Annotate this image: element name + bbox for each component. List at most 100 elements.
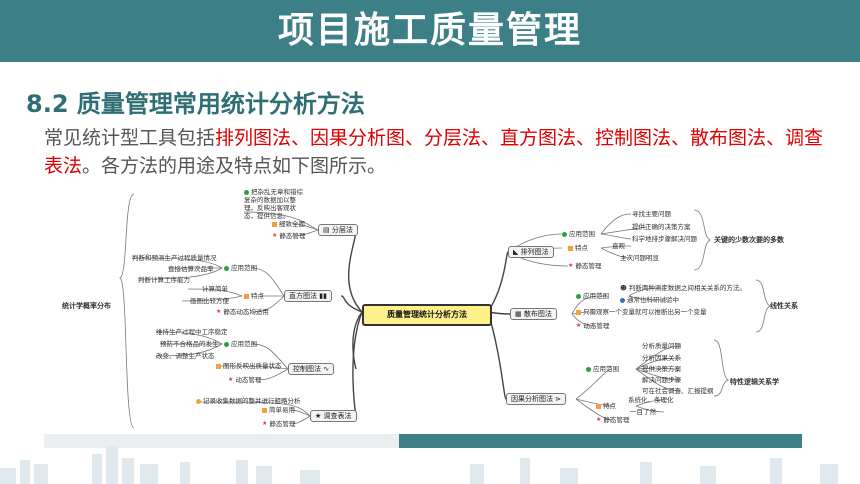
check-icon — [272, 221, 277, 227]
scatter-icon: ▦ — [515, 310, 524, 318]
histogram-apps: 应用范围 — [224, 264, 257, 272]
histogram-feat-1: 画图比较方便 — [190, 297, 229, 305]
pareto-feat-0: 直观 — [612, 242, 625, 250]
mindmap-scatter-label: 线性关系 — [770, 302, 798, 310]
check-icon — [262, 407, 267, 413]
pareto-app-2: 科学地排步骤解决问题 — [632, 235, 697, 243]
footer-bar-teal — [399, 434, 802, 448]
pareto-static-text: 静态管理 — [575, 262, 602, 270]
intro-highlight: 排列图法、因果分析图、分层法、直方图法、控制图法、散布图法、调查表法 — [44, 127, 824, 177]
scatter-app-0: ☻ 判断两种测定数据之间相关关系的方法。 — [620, 284, 746, 292]
survey-item-0: 简单易用 — [262, 406, 295, 414]
star-icon: ★ — [272, 232, 278, 239]
pareto-app-1: 提供正确的决策方案 — [632, 223, 691, 231]
branch-layering-label: 分层法 — [331, 226, 353, 234]
histogram-apps-label: 应用范围 — [231, 264, 257, 272]
histogram-app-1: 直接估算次品率 — [168, 265, 214, 273]
bar-chart-icon: ▮▮ — [317, 292, 327, 300]
fishbone-app-4: 可在社会调查、汇报提纲 — [642, 387, 714, 395]
layering-item-0-text: 细致全面 — [279, 220, 305, 228]
scatter-apps: 应用范围 — [576, 292, 609, 300]
branch-control-label: 控制图法 — [293, 365, 321, 373]
scatter-dynamic-text: 动态管理 — [583, 322, 610, 330]
check-icon — [576, 309, 581, 315]
pareto-feat-label: 特点 — [575, 244, 588, 252]
control-feat: 图形反映出质量状态 — [216, 362, 282, 370]
check-icon — [596, 403, 601, 409]
mindmap-left-label: 统计学概率分布 — [62, 302, 111, 310]
branch-histogram-label: 直方图法 — [289, 292, 317, 300]
control-feat-text: 图形反映出质量状态 — [223, 362, 282, 370]
histogram-app-0: 判断和预测生产过程质量情况 — [132, 254, 217, 262]
star-icon: ★ — [568, 262, 574, 269]
bulb-icon — [196, 398, 201, 404]
mindmap-image: 质量管理统计分析方法 统计学概率分布 关键的少数次要的多数 线性关系 特性逻辑关… — [56, 184, 802, 436]
star-icon: ★ — [576, 322, 582, 329]
survey-note: 记录收集数据的整并进行粗略分析 — [196, 397, 301, 405]
layering-note-icon — [244, 189, 249, 195]
mindmap-pareto-label: 关键的少数次要的多数 — [714, 236, 784, 244]
pareto-apps-label: 应用范围 — [569, 230, 595, 238]
city-skyline-decoration — [0, 446, 838, 484]
branch-survey-label: 调查表法 — [323, 412, 352, 420]
branch-control: 控制图法 ∿ — [288, 363, 335, 375]
scatter-app-0-text: 判断两种测定数据之间相关关系的方法。 — [628, 284, 746, 292]
control-app-1: 预防不合格品的发生 — [160, 340, 219, 348]
section-title: 8.2 质量管理常用统计分析方法 — [26, 90, 365, 118]
check-icon — [216, 363, 221, 369]
fishbone-feat-label: 特点 — [603, 402, 616, 410]
page-title: 项目施工质量管理 — [277, 10, 582, 51]
histogram-feat-0: 计算简单 — [202, 285, 228, 293]
layering-item-1: ★静态管理 — [272, 232, 305, 240]
fishbone-feat-0: 系统化、条理化 — [628, 396, 674, 404]
pie-icon — [224, 265, 229, 271]
scatter-apps-label: 应用范围 — [583, 292, 609, 300]
check-icon — [568, 245, 573, 251]
layering-note: 把杂乱无章和错综复杂的数据加以整理，反映出客观状态，提供信息。 — [244, 188, 308, 220]
histogram-feat-label: 特点 — [251, 292, 264, 300]
control-apps: 应用范围 — [224, 340, 257, 348]
layering-icon: ▤ — [323, 226, 332, 234]
pareto-feat-1: 主次问题明显 — [620, 254, 659, 262]
branch-pareto: ◣ 排列图法 — [508, 246, 554, 258]
branch-fishbone: 因果分析图法 ⋗ — [506, 393, 567, 405]
branch-layering: ▤ 分层法 — [318, 224, 358, 236]
fishbone-feat-1: 一目了然 — [630, 408, 656, 416]
star-icon: ★ — [596, 416, 602, 423]
footer-bar-light — [44, 434, 399, 448]
survey-note-text: 记录收集数据的整并进行粗略分析 — [203, 397, 301, 405]
star-icon: ★ — [262, 420, 268, 427]
survey-item-1-text: 静态管理 — [269, 420, 296, 428]
check-icon — [244, 293, 249, 299]
pareto-app-0: 寻找主要问题 — [632, 210, 671, 218]
histogram-feat: 特点 — [244, 292, 264, 300]
fishbone-feat: 特点 — [596, 402, 616, 410]
title-banner — [0, 0, 860, 62]
pareto-apps: 应用范围 — [562, 230, 595, 238]
intro-prefix: 常见统计型工具包括 — [44, 127, 216, 149]
survey-item-0-text: 简单易用 — [269, 406, 295, 414]
scatter-app-1: 通常也科研试验中 — [620, 296, 679, 304]
fishbone-static: ★静态管理 — [596, 416, 629, 424]
scatter-dynamic: ★动态管理 — [576, 322, 609, 330]
fishbone-apps-label: 应用范围 — [593, 365, 619, 373]
control-app-0: 维持生产过程中工序稳定 — [156, 328, 228, 336]
pie-icon — [576, 293, 581, 299]
scatter-feat: 只需观察一个变量就可以推断出另一个变量 — [576, 308, 707, 316]
layering-item-1-text: 静态管理 — [279, 232, 306, 240]
pie-icon — [586, 366, 591, 372]
pie-icon — [224, 341, 229, 347]
survey-icon: ★ — [315, 412, 324, 420]
pareto-feat: 特点 — [568, 244, 588, 252]
mindmap-center-node: 质量管理统计分析方法 — [362, 304, 492, 326]
branch-pareto-label: 排列图法 — [520, 248, 549, 256]
fishbone-apps: 应用范围 — [586, 365, 619, 373]
fishbone-app-2: 提供决策方案 — [642, 365, 681, 373]
pie-icon — [562, 231, 567, 237]
pareto-static: ★静态管理 — [568, 262, 601, 270]
line-chart-icon: ∿ — [321, 365, 330, 373]
branch-scatter: ▦ 散布图法 — [510, 308, 557, 320]
globe-icon — [620, 297, 625, 303]
histogram-dynamic-text: 静态动态均适用 — [223, 308, 269, 316]
user-icon: ☻ — [620, 284, 629, 292]
